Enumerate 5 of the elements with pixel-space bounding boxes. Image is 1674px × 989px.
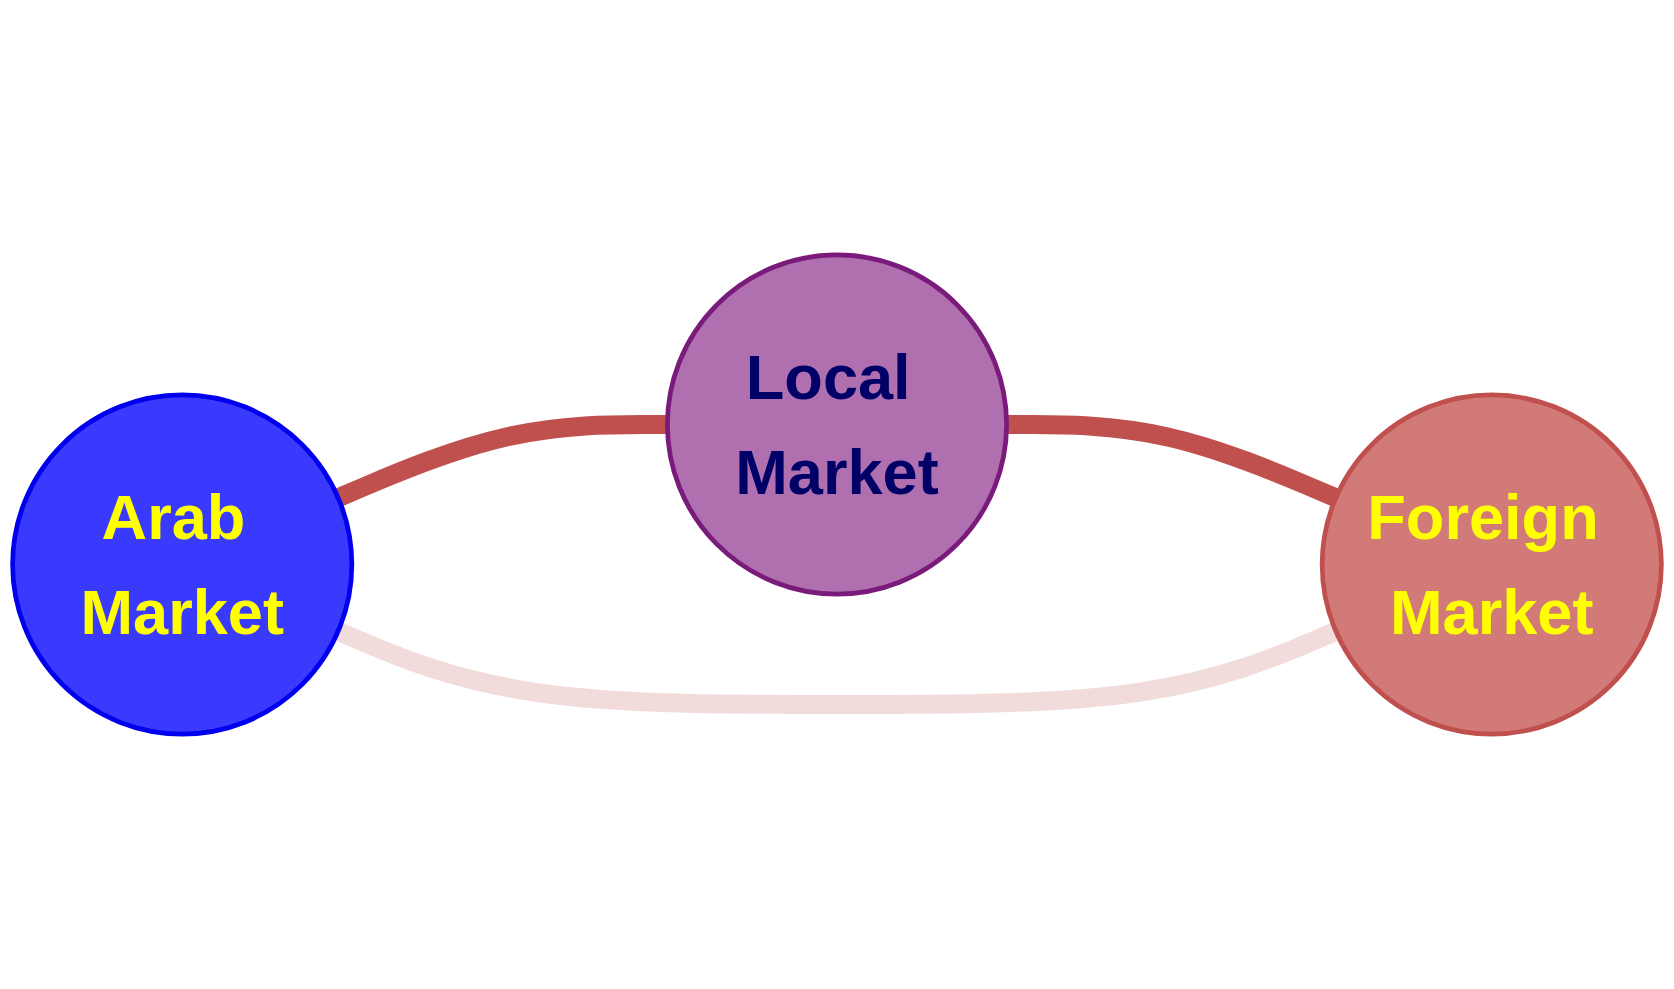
connector (1006, 415, 1340, 507)
connector (334, 622, 1340, 714)
node-circle: Foreign Market (1319, 392, 1664, 737)
node-circle: Local Market (665, 252, 1009, 597)
node-circle: Arab Market (10, 392, 355, 737)
